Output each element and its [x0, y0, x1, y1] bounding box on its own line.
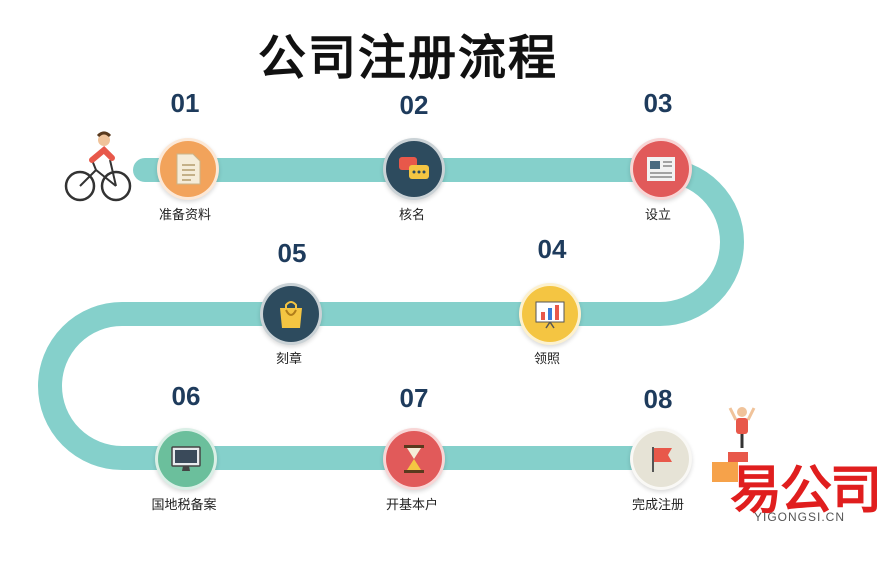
step-node-06	[155, 428, 217, 490]
step-number-08: 08	[643, 384, 673, 414]
step-label-01: 准备资料	[158, 208, 211, 223]
cyclist-icon	[64, 131, 132, 202]
step-label-07: 开基本户	[385, 498, 438, 513]
winner-podium-icon	[712, 407, 756, 482]
step-node-04	[519, 283, 581, 345]
hourglass-icon	[404, 445, 424, 473]
brand-logo: 易公司 YIGONGSI.CN	[724, 452, 882, 532]
step-node-07	[383, 428, 445, 490]
newspaper-icon	[647, 157, 675, 181]
step-number-05: 05	[277, 238, 307, 268]
step-label-03: 设立	[644, 208, 671, 223]
step-label-02: 核名	[398, 208, 425, 223]
document-icon	[176, 153, 201, 185]
step-node-05	[260, 283, 322, 345]
logo-text: 易公司	[730, 461, 882, 521]
flag-icon	[652, 447, 672, 472]
step-number-04: 04	[537, 234, 567, 264]
step-label-06: 国地税备案	[151, 498, 217, 513]
presentation-chart-icon	[535, 301, 565, 329]
logo-url: YIGONGSI.CN	[754, 510, 846, 524]
step-node-03	[630, 138, 692, 200]
step-number-06: 06	[171, 381, 201, 411]
shopping-bag-icon	[280, 301, 302, 328]
chat-bubbles-icon	[399, 157, 429, 179]
step-node-02	[383, 138, 445, 200]
step-label-05: 刻章	[275, 352, 302, 367]
page-title: 公司注册流程	[258, 30, 559, 86]
step-number-02: 02	[399, 90, 429, 120]
step-label-04: 领照	[533, 352, 560, 367]
step-number-01: 01	[170, 88, 200, 118]
step-node-01	[157, 138, 219, 200]
step-node-08	[630, 428, 692, 490]
step-label-08: 完成注册	[631, 498, 684, 513]
step-number-03: 03	[643, 88, 673, 118]
monitor-icon	[171, 446, 201, 471]
step-number-07: 07	[399, 383, 429, 413]
